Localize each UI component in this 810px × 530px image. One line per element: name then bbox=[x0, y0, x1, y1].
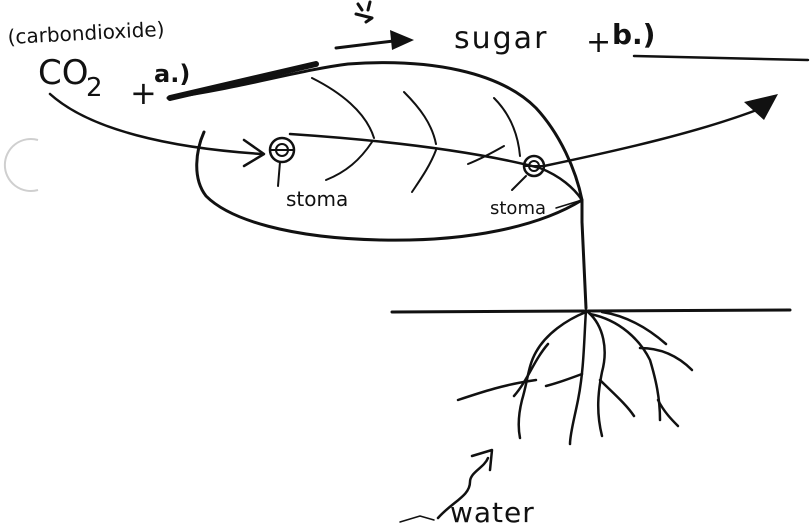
stoma-left-icon bbox=[268, 136, 296, 164]
energy-arrow-head bbox=[390, 30, 414, 50]
plant-roots bbox=[456, 308, 694, 446]
leaf-midrib bbox=[288, 132, 584, 202]
plant-stem bbox=[580, 198, 588, 310]
leaf-vein-4 bbox=[325, 141, 373, 181]
sun-icon bbox=[354, 0, 374, 24]
blank-b-label: b.) bbox=[612, 18, 655, 51]
co2-label: CO bbox=[38, 53, 89, 93]
stoma-right-label: stoma bbox=[490, 198, 546, 219]
outflow-arrow bbox=[542, 106, 764, 168]
co2-intake-arrowhead bbox=[242, 138, 266, 168]
leaf-vein-1 bbox=[311, 77, 375, 139]
stoma-label-link bbox=[555, 199, 583, 209]
stoma-right-icon bbox=[522, 154, 546, 178]
carbon-dioxide-label: (carbondioxide) bbox=[7, 17, 165, 49]
stoma-left-pointer bbox=[277, 161, 281, 187]
co2-intake-arrow bbox=[48, 92, 264, 156]
water-arrow bbox=[436, 456, 490, 520]
blank-a-label: a.) bbox=[154, 60, 190, 88]
stoma-right-pointer bbox=[511, 175, 527, 191]
sugar-label: sugar bbox=[454, 21, 548, 56]
ground-line bbox=[390, 308, 792, 314]
leaf-vein-6 bbox=[467, 145, 505, 165]
water-arrowhead bbox=[470, 448, 494, 472]
punch-hole bbox=[3, 138, 39, 192]
stoma-left-label: stoma bbox=[286, 187, 348, 211]
energy-arrow-shaft bbox=[334, 38, 404, 50]
answer-line-b bbox=[632, 54, 810, 62]
water-label: water bbox=[450, 496, 535, 529]
co2-subscript: 2 bbox=[86, 73, 103, 103]
leaf-vein-3 bbox=[493, 97, 521, 157]
outflow-arrowhead bbox=[744, 94, 778, 120]
leaf-vein-2 bbox=[403, 91, 437, 145]
leaf-vein-5 bbox=[411, 149, 437, 193]
plus-sign-a: + bbox=[130, 74, 157, 112]
water-scribble bbox=[399, 515, 435, 523]
plus-sign-b: + bbox=[586, 25, 611, 60]
